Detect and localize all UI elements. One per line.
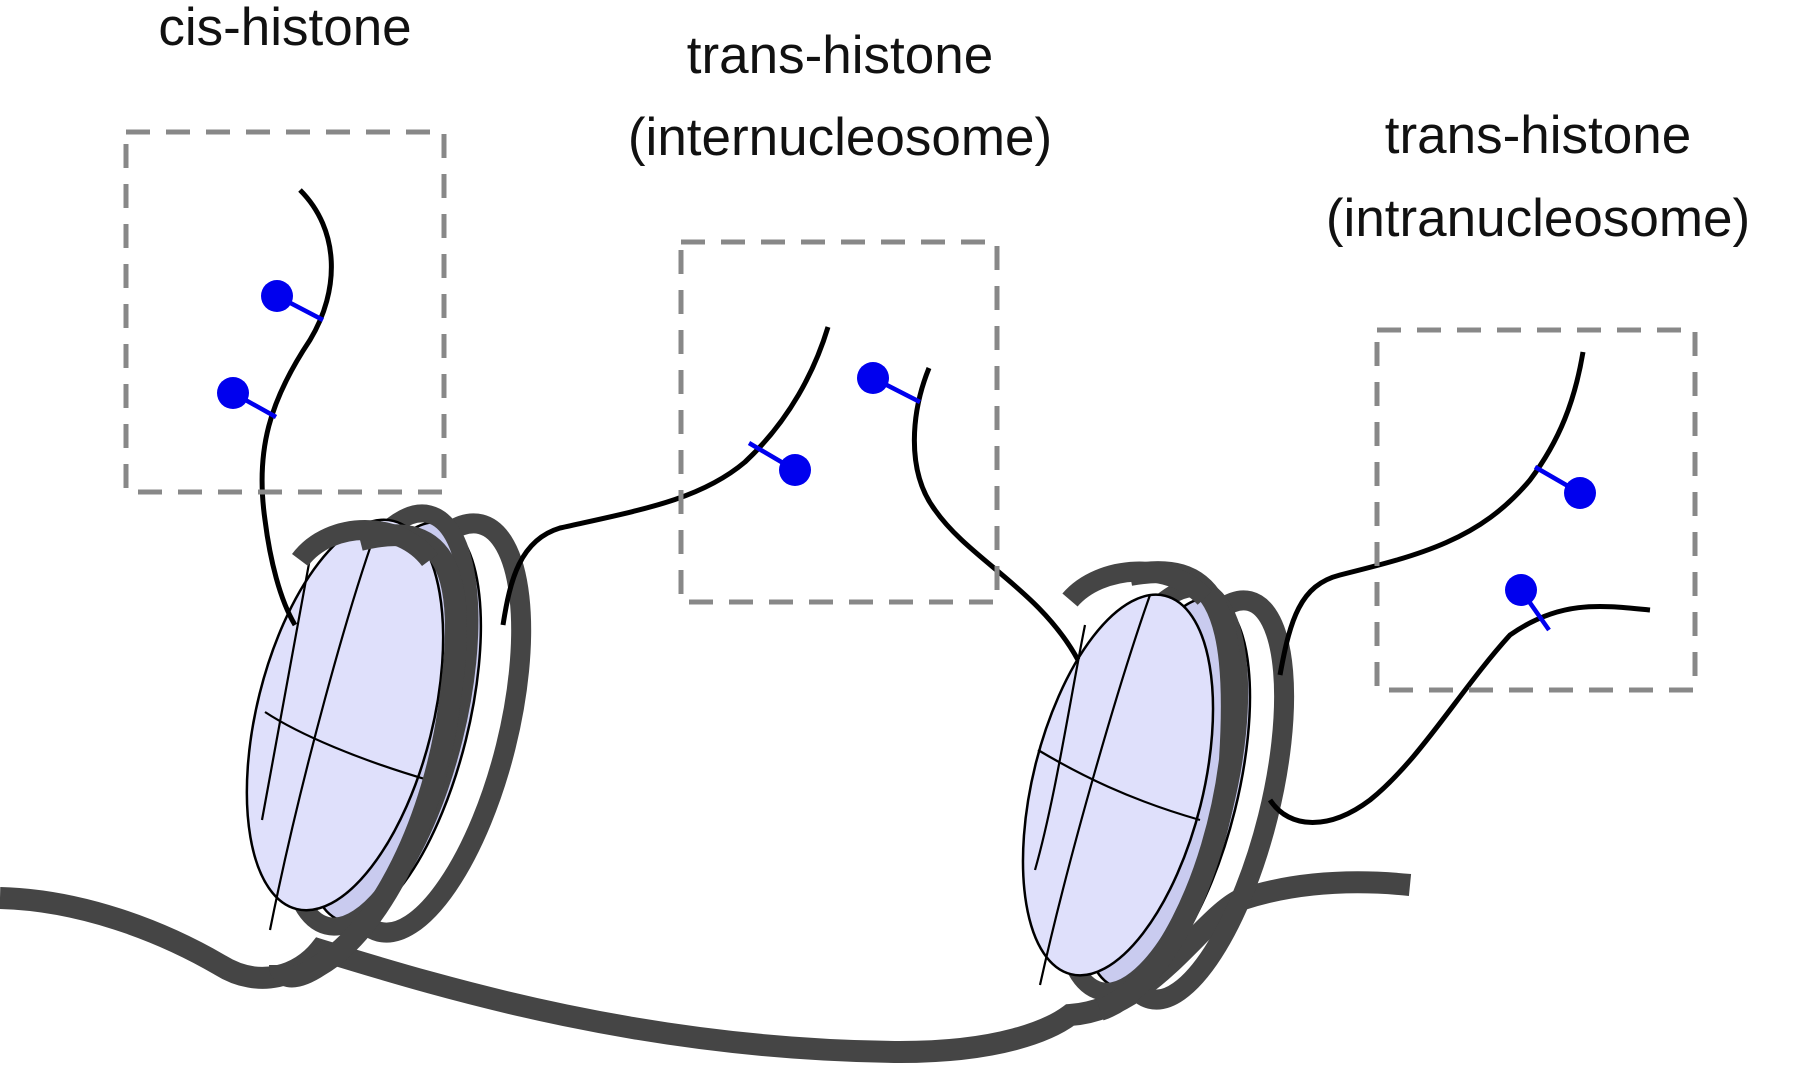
modification-icon [1564, 477, 1596, 509]
modification-icon [217, 377, 249, 409]
modification-markers [217, 280, 1596, 632]
label-intranucleosome-subtitle: (intranucleosome) [1326, 189, 1750, 248]
modification-icon [261, 280, 293, 312]
nucleosome-right [1021, 561, 1295, 1021]
modification-icon [1505, 574, 1537, 606]
histone-tail-intranucleosome-lower [1267, 604, 1651, 825]
dna-wrap-top [1062, 561, 1213, 608]
histone-disc-face [1021, 593, 1215, 977]
histone-subunit-lines [1033, 594, 1201, 986]
histone-tail-cis [259, 188, 334, 627]
modification-icon [779, 454, 811, 486]
nucleosome-left [245, 504, 532, 988]
histone-subunit-lines [260, 519, 429, 931]
intranucleosome-box [1374, 327, 1698, 693]
label-intranucleosome-title: trans-histone [1385, 106, 1691, 165]
modification-icon [857, 362, 889, 394]
label-internucleosome-subtitle: (internucleosome) [628, 108, 1052, 167]
dna-wrap-top [292, 520, 438, 567]
cis-histone-box [123, 129, 447, 495]
histone-tail-internucleosome-right [911, 367, 1081, 662]
histone-tail-intranucleosome-upper [1277, 351, 1586, 676]
internucleosome-box [678, 239, 1000, 605]
histone-tail-internucleosome-left [500, 326, 831, 626]
label-internucleosome-title: trans-histone [687, 26, 993, 85]
label-cis-histone: cis-histone [158, 0, 411, 57]
